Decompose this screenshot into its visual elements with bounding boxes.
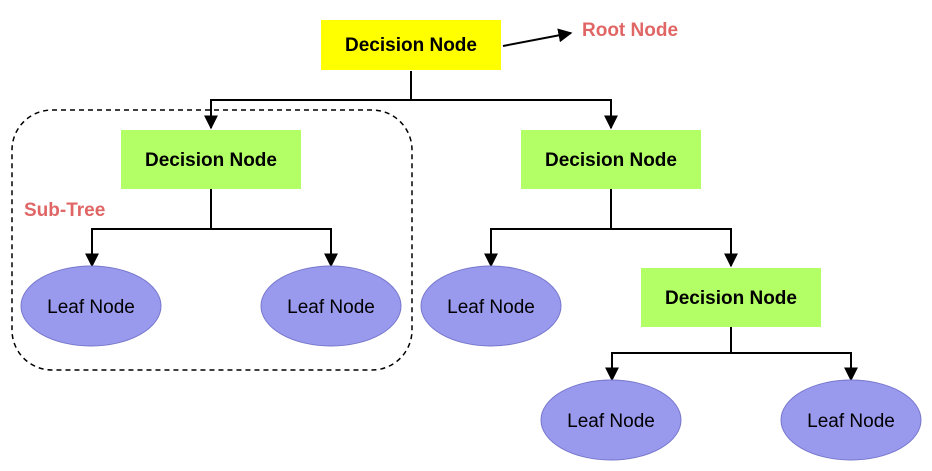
leaf-ellipse: [420, 265, 562, 347]
leaf-node-1: Leaf Node: [20, 265, 162, 347]
subtree-boundary: [11, 109, 413, 371]
edge-root-to-left-decision: [204, 71, 412, 130]
edge-left-decision-to-leaf-1: [85, 189, 212, 268]
right-decision-box: [521, 130, 701, 189]
edge-lower-decision-to-leaf-5: [730, 327, 858, 382]
leaf-ellipse: [780, 379, 922, 461]
left-decision-label: Decision Node: [145, 150, 277, 171]
edge-right-decision-to-lower-decision: [610, 189, 738, 268]
leaf-node-4: Leaf Node: [540, 379, 682, 461]
root-decision-box: [321, 20, 501, 70]
leaf-ellipse: [540, 379, 682, 461]
edge-left-decision-to-leaf-2: [210, 189, 338, 268]
root-annotation-arrow: [502, 28, 573, 47]
edge-right-decision-to-leaf-3: [484, 189, 612, 268]
edge-lower-decision-to-leaf-4: [605, 327, 732, 382]
root-decision-node: Decision Node: [321, 20, 501, 70]
leaf-label: Leaf Node: [47, 297, 135, 318]
root-node-annotation: Root Node: [582, 20, 678, 41]
leaf-label: Leaf Node: [567, 411, 655, 432]
leaf-label: Leaf Node: [807, 411, 895, 432]
leaf-ellipse: [260, 265, 402, 347]
left-decision-box: [121, 130, 301, 189]
lower-decision-box: [641, 268, 821, 327]
left-decision-node: Decision Node: [121, 130, 301, 189]
lower-decision-node: Decision Node: [641, 268, 821, 327]
edges: [85, 28, 858, 382]
right-decision-label: Decision Node: [545, 150, 677, 171]
leaf-label: Leaf Node: [447, 297, 535, 318]
edge-root-to-right-decision: [410, 71, 618, 130]
leaf-node-2: Leaf Node: [260, 265, 402, 347]
leaf-node-3: Leaf Node: [420, 265, 562, 347]
lower-decision-label: Decision Node: [665, 288, 797, 309]
root-decision-label: Decision Node: [345, 35, 477, 56]
right-decision-node: Decision Node: [521, 130, 701, 189]
leaf-ellipse: [20, 265, 162, 347]
subtree-annotation: Sub-Tree: [24, 200, 105, 221]
leaf-node-5: Leaf Node: [780, 379, 922, 461]
leaf-label: Leaf Node: [287, 297, 375, 318]
